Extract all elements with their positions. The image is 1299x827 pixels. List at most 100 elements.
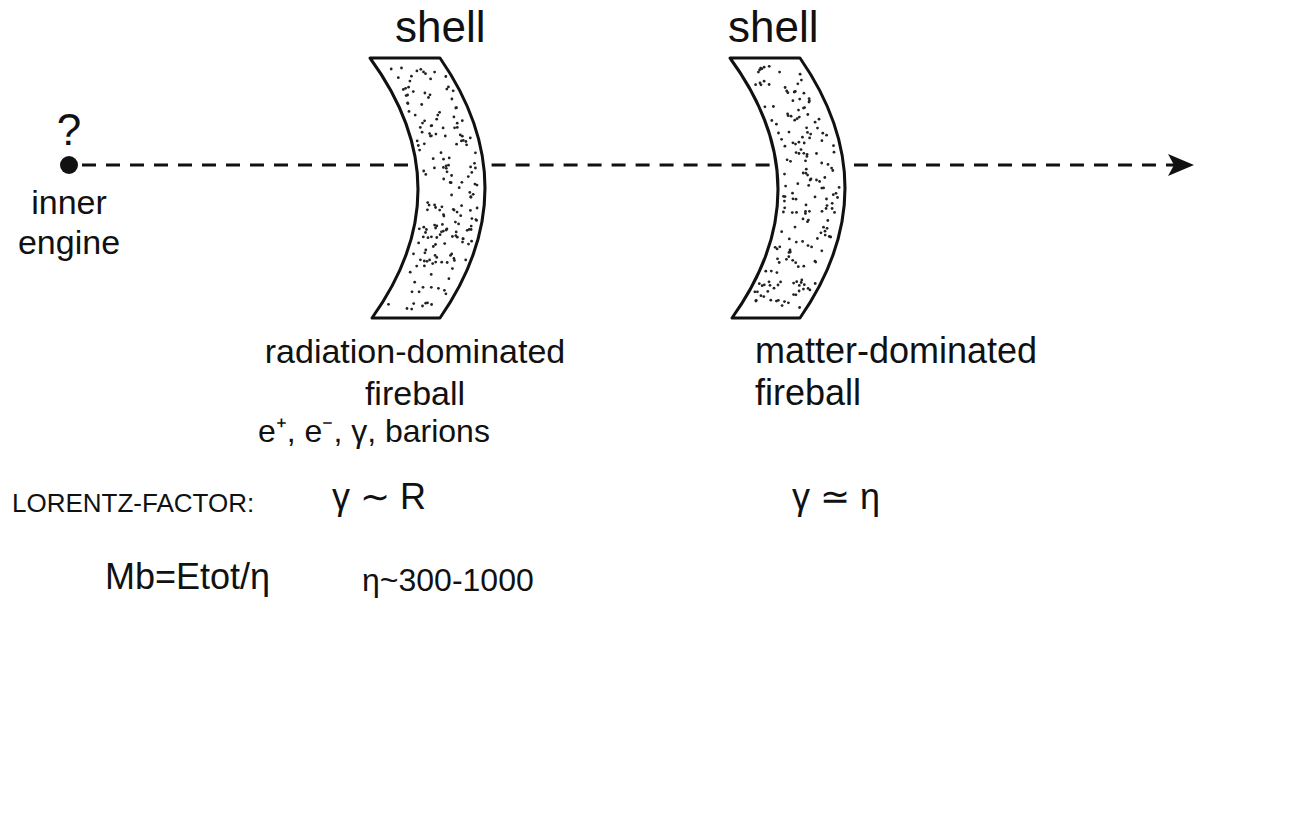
particle-dot <box>798 306 801 309</box>
particle-dot <box>833 151 836 154</box>
particle-dot <box>783 173 786 176</box>
parameter-range: η~300-1000 <box>362 560 622 600</box>
particle-dot <box>424 231 427 234</box>
particle-dot <box>460 140 463 143</box>
particle-dot <box>798 284 801 287</box>
particle-dot <box>470 225 473 228</box>
particle-dot <box>757 71 760 74</box>
particle-dot <box>419 68 422 71</box>
particle-dot <box>471 217 474 220</box>
particle-dot <box>832 193 835 196</box>
particle-dot <box>791 192 794 195</box>
particle-dot <box>446 261 449 264</box>
particle-dot <box>760 294 763 297</box>
particle-dot <box>424 92 427 95</box>
particle-dot <box>818 118 821 121</box>
particle-dot <box>782 211 785 214</box>
particle-dot <box>789 160 792 163</box>
particle-dot <box>414 114 417 117</box>
particle-dot <box>423 260 426 263</box>
particle-dot <box>795 198 798 201</box>
particle-dot <box>451 98 454 101</box>
particle-dot <box>430 235 433 238</box>
particle-dot <box>797 109 800 112</box>
particle-dot <box>446 170 449 173</box>
particle-dot <box>469 195 472 198</box>
particle-dot <box>810 178 813 181</box>
particle-dot <box>804 212 807 215</box>
particle-dot <box>818 180 821 183</box>
particle-dot <box>804 159 807 162</box>
particle-dot <box>470 171 473 174</box>
particle-dot <box>430 134 433 137</box>
particle-dot <box>430 124 433 127</box>
particle-dot <box>438 111 441 114</box>
particle-dot <box>431 262 434 265</box>
particle-dot <box>430 303 433 306</box>
particle-dot <box>785 90 788 93</box>
particle-dot <box>453 209 456 212</box>
shell-node: shell <box>720 0 900 330</box>
particle-dot <box>475 218 478 221</box>
particle-dot <box>452 208 455 211</box>
particle-dot <box>421 131 424 134</box>
particle-dot <box>430 273 433 276</box>
formula: Mb=Etot/η <box>105 556 355 598</box>
particle-dot <box>787 255 790 258</box>
particle-dot <box>783 300 786 303</box>
particle-dot <box>807 244 810 247</box>
particle-dot <box>778 71 781 74</box>
particle-dot <box>803 142 806 145</box>
particle-dot <box>806 113 809 116</box>
particle-dot <box>438 209 441 212</box>
particle-dot <box>450 181 453 184</box>
particle-dot <box>469 137 472 140</box>
particle-dot <box>412 90 415 93</box>
particle-dot <box>822 226 825 229</box>
particle-dot <box>446 228 449 231</box>
particle-dot <box>450 174 453 177</box>
particle-dot <box>435 236 438 239</box>
particle-dot <box>831 169 834 172</box>
particle-dot <box>836 196 839 199</box>
particle-dot <box>815 152 818 155</box>
particle-dot <box>433 204 436 207</box>
particle-dot <box>426 201 429 204</box>
particle-dot <box>770 119 773 122</box>
engine-dot <box>60 156 78 174</box>
particle-dot <box>418 149 421 152</box>
particle-dot <box>422 236 425 239</box>
particle-dot <box>387 303 390 306</box>
particle-dot <box>806 131 809 134</box>
particle-dot <box>798 116 801 119</box>
particle-dot <box>777 299 780 302</box>
particle-list: e⁺, e⁻, γ, barions <box>258 412 658 450</box>
shell-heading: shell <box>395 2 486 52</box>
formula: γ ≃ η <box>792 476 992 518</box>
particle-dot <box>814 196 817 199</box>
particle-dot <box>427 236 430 239</box>
particle-dot <box>417 144 420 147</box>
particle-dot <box>432 245 435 248</box>
particle-dot <box>766 290 769 293</box>
shell-crescent <box>370 58 485 318</box>
particle-dot <box>440 151 443 154</box>
particle-dot <box>800 281 803 284</box>
particle-dot <box>808 101 811 104</box>
fireball-label: matter-dominated fireball <box>755 330 1125 414</box>
particle-dot <box>821 132 824 135</box>
particle-dot <box>788 251 791 254</box>
particle-dot <box>779 281 782 284</box>
particle-dot <box>460 204 463 207</box>
particle-dot <box>795 211 798 214</box>
particle-dot <box>407 102 410 105</box>
particle-dot <box>788 238 791 241</box>
particle-dot <box>801 240 804 243</box>
particle-dot <box>429 135 432 138</box>
particle-dot <box>419 258 422 261</box>
particle-dot <box>435 118 438 121</box>
particle-dot <box>434 254 437 257</box>
particle-dot <box>805 204 808 207</box>
particle-dot <box>433 224 436 227</box>
particle-dot <box>423 142 426 145</box>
